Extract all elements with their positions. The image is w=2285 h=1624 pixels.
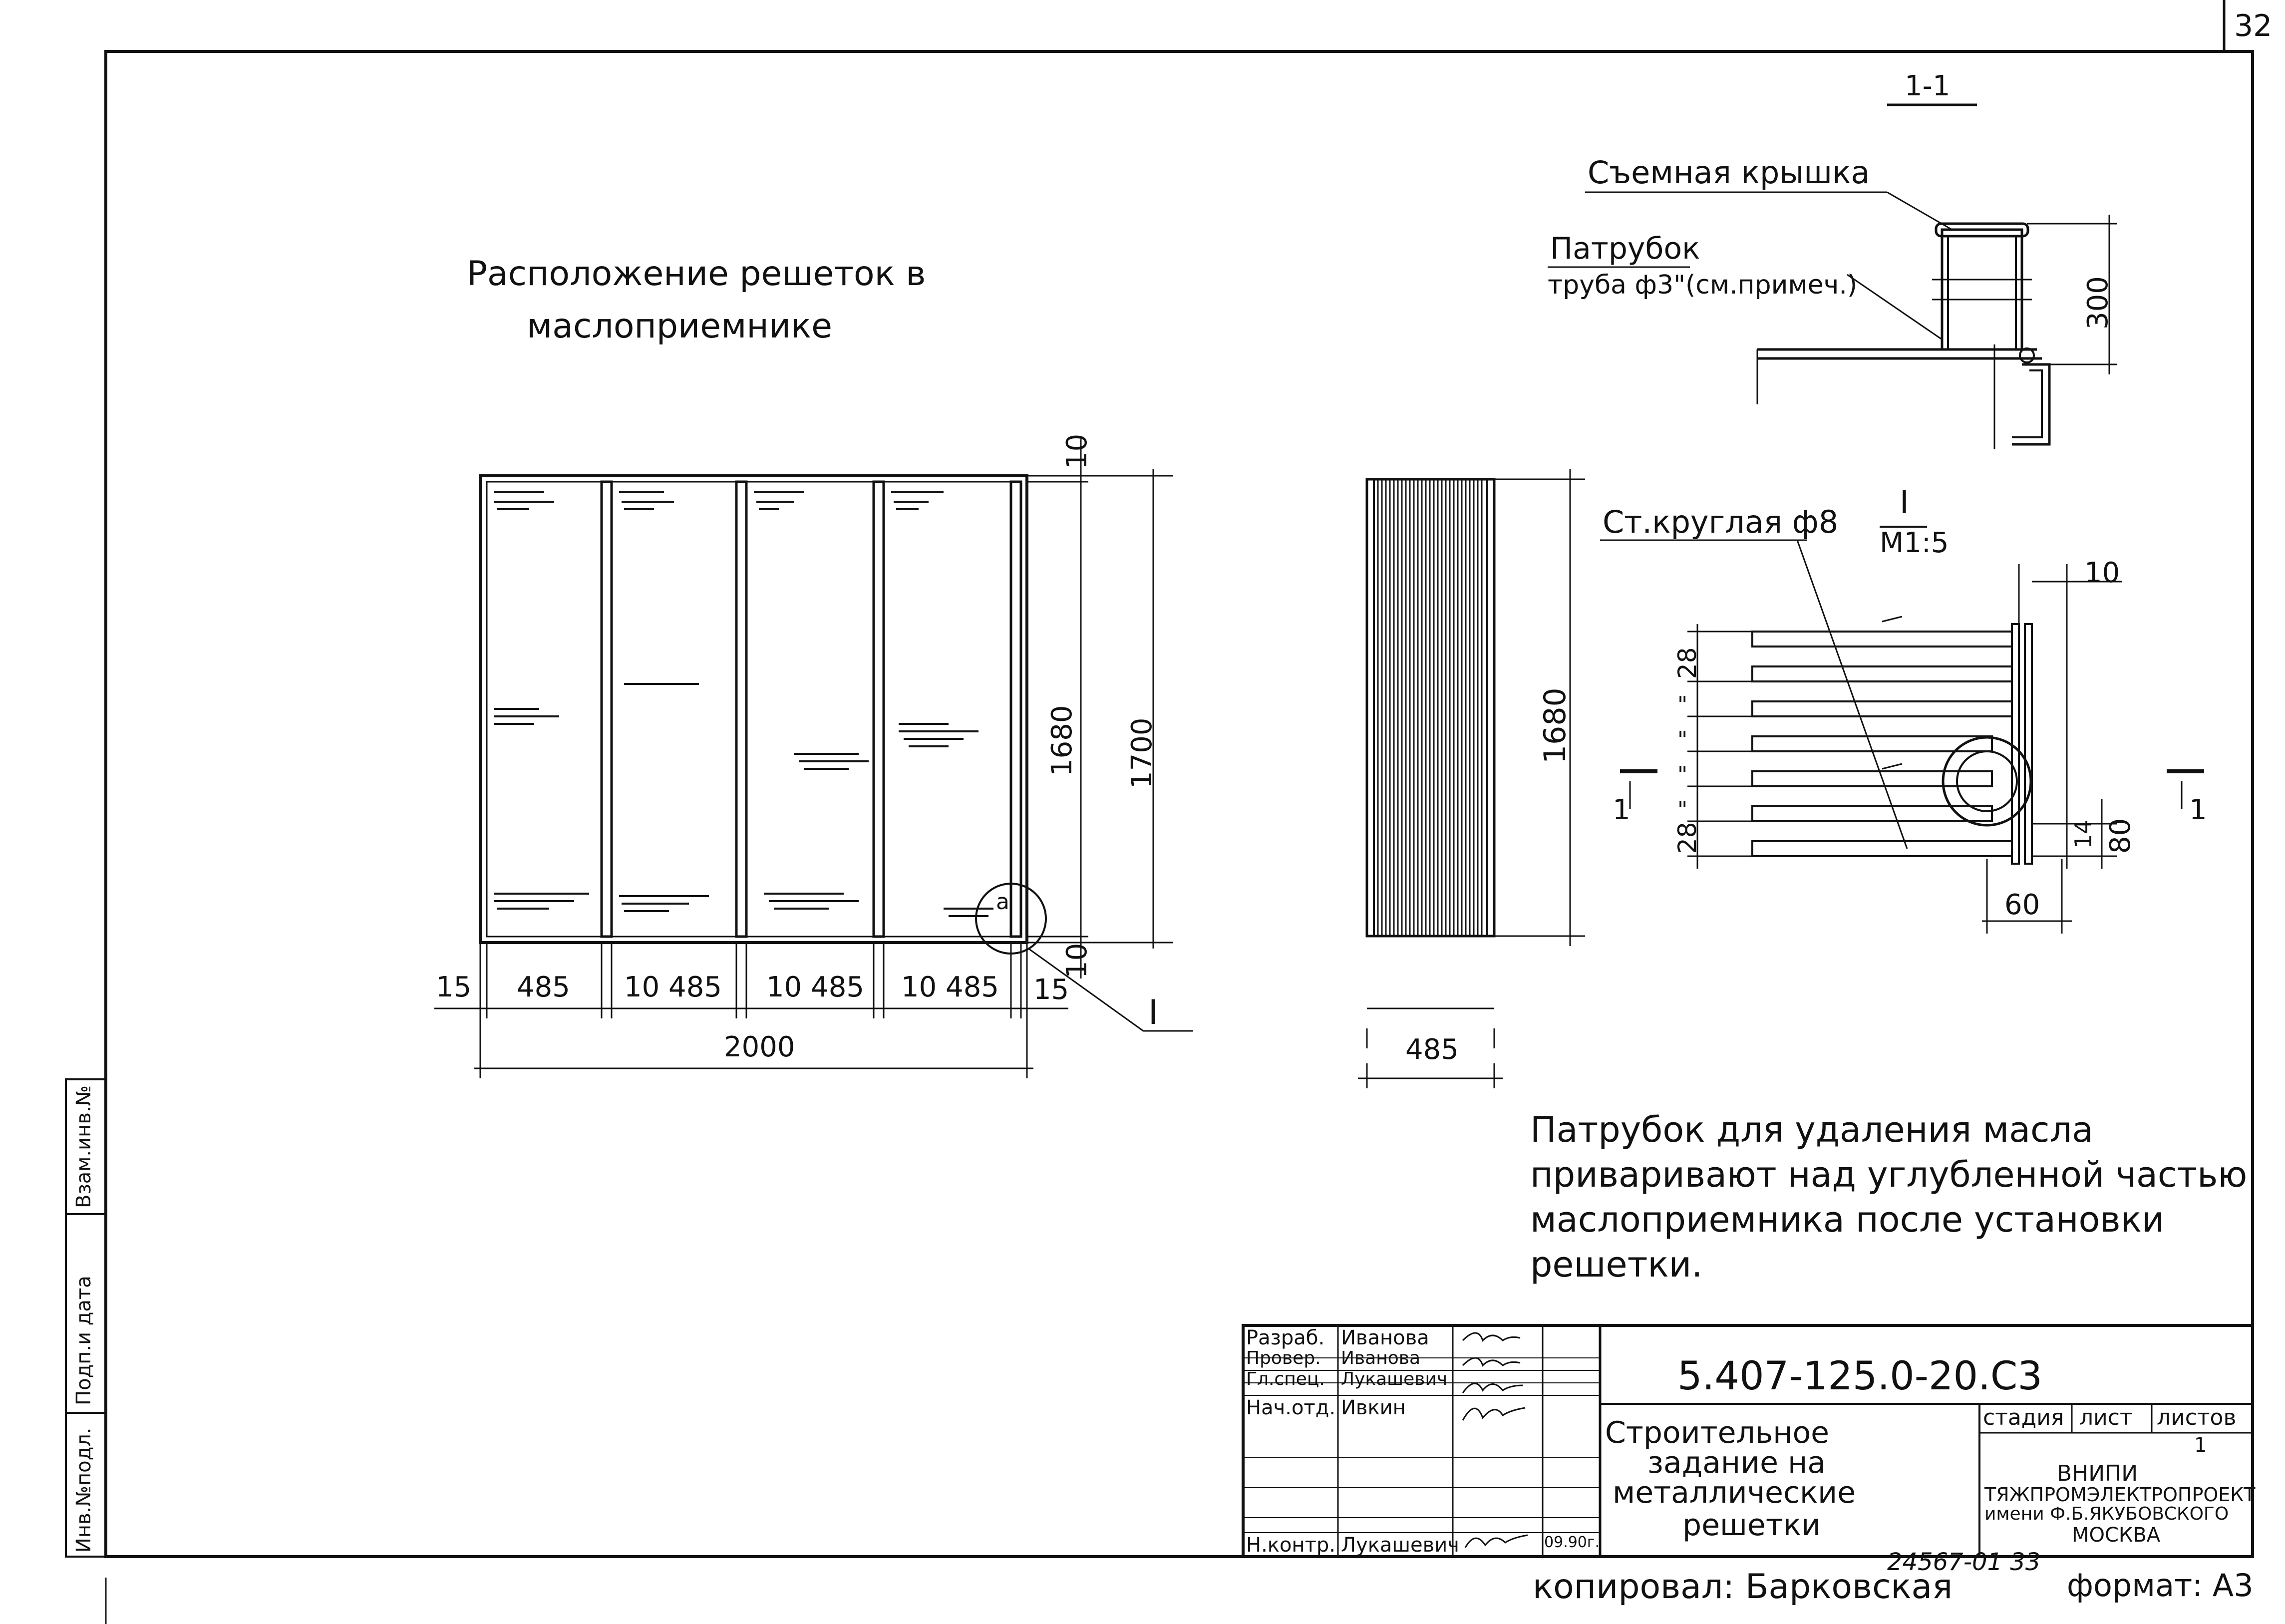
tb-name-7: Лукашевич: [1341, 1534, 1459, 1557]
stamp-podp-data: Подп.и дата: [72, 1276, 95, 1405]
section-label-pipe-spec: труба ф3"(см.примеч.): [1548, 270, 1858, 300]
tb-role-4: Нач.отд.: [1246, 1396, 1336, 1419]
tb-col-sheet: лист: [2079, 1405, 2133, 1430]
doc-title-2: задание на: [1647, 1445, 1826, 1480]
tb-sheets-value: 1: [2194, 1434, 2207, 1457]
tb-role-7: Н.контр.: [1246, 1534, 1335, 1557]
dim-15-left: 15: [436, 971, 472, 1003]
note-line-2: приваривают над углубленной частью: [1530, 1154, 2248, 1195]
detail-ditto-1: ": [1677, 692, 1688, 717]
doc-title-1: Строительное: [1605, 1415, 1830, 1450]
detail-dim-14: 14: [2070, 819, 2097, 849]
doc-code: 5.407-125.0-20.С3: [1677, 1354, 2043, 1399]
detail-ditto-3: ": [1677, 762, 1688, 787]
dim-10-top: 10: [1061, 433, 1093, 469]
detail-dim-60: 60: [2004, 889, 2040, 921]
copied-by: копировал: Барковская: [1533, 1567, 1953, 1607]
detail-scale: М1:5: [1880, 527, 1949, 559]
tb-name-1: Иванова: [1341, 1326, 1429, 1349]
archive-code: 24567-01 33: [1887, 1548, 2041, 1576]
title-block-grid: [1242, 1324, 2254, 1558]
detail-dim-80: 80: [2104, 818, 2137, 854]
tb-col-sheets: листов: [2157, 1405, 2237, 1430]
callout-I: I: [1148, 993, 1159, 1032]
detail-title: I: [1900, 484, 1909, 521]
detail-dim-28-bottom: 28: [1673, 822, 1702, 854]
dim-15-right: 15: [1033, 974, 1069, 1006]
note-line-3: маслоприемника после установки: [1530, 1199, 2165, 1240]
tb-name-2: Иванова: [1341, 1348, 1421, 1368]
org-line-1: ВНИПИ: [2057, 1461, 2138, 1486]
tb-date-7: 09.90г.: [1544, 1534, 1600, 1551]
format-label: формат: A3: [2067, 1567, 2254, 1604]
cut-mark-left: 1: [1613, 794, 1631, 826]
detail-I: [1600, 526, 2204, 934]
side-stamp: [65, 1078, 107, 1558]
sheet-number: 32: [2234, 8, 2273, 43]
section-label-lid: Съемная крышка: [1588, 154, 1870, 191]
grate-dim-1680: 1680: [1538, 687, 1573, 764]
detail-dim-10: 10: [2084, 557, 2120, 589]
detail-dim-28-top: 28: [1673, 647, 1702, 679]
note-line-1: Патрубок для удаления масла: [1530, 1109, 2094, 1150]
tb-col-stage: стадия: [1983, 1405, 2064, 1430]
plan-title-line2: маслоприемнике: [527, 307, 832, 346]
tb-name-4: Ивкин: [1341, 1396, 1406, 1419]
plan-title-line1: Расположение решеток в: [467, 254, 926, 294]
stamp-vzam-inv: Взам.инв.№: [72, 1085, 95, 1208]
tb-role-3: Гл.спец.: [1246, 1369, 1325, 1389]
dim-10-485-2: 10 485: [624, 971, 722, 1003]
tb-role-2: Провер.: [1246, 1348, 1321, 1368]
dim-10-485-3: 10 485: [766, 971, 864, 1003]
org-line-2: ТЯЖПРОМЭЛЕКТРОПРОЕКТ: [1984, 1484, 2256, 1506]
note-line-4: решетки.: [1530, 1244, 1703, 1285]
signatures: [1462, 1332, 1528, 1548]
sheet-frame: [104, 50, 2254, 1558]
doc-title-4: решетки: [1682, 1508, 1821, 1543]
dim-485-1: 485: [517, 971, 570, 1003]
tb-role-1: Разраб.: [1246, 1326, 1325, 1349]
org-line-4: МОСКВА: [2072, 1524, 2161, 1547]
section-dim-300: 300: [2082, 276, 2114, 329]
section-label-pipe: Патрубок: [1550, 231, 1700, 266]
dim-1680-plan: 1680: [1046, 705, 1078, 776]
cut-mark-right: 1: [2189, 794, 2207, 826]
doc-title-3: металлические: [1613, 1475, 1856, 1510]
stamp-inv-podl: Инв.№подл.: [72, 1427, 95, 1553]
tb-name-3: Лукашевич: [1341, 1369, 1448, 1389]
detail-ditto-2: ": [1677, 727, 1688, 752]
detail-ditto-4: ": [1677, 797, 1688, 822]
plan-view: [434, 439, 1193, 1078]
org-line-3: имени Ф.Б.ЯКУБОВСКОГО: [1984, 1504, 2229, 1524]
dim-10-bottom: 10: [1061, 943, 1093, 978]
section-title: 1-1: [1905, 70, 1951, 102]
grate-view: [1358, 469, 1585, 1088]
dim-10-485-4: 10 485: [901, 971, 999, 1003]
detail-label-rod: Ст.круглая ф8: [1603, 504, 1839, 540]
grate-dim-485: 485: [1405, 1033, 1459, 1066]
dim-1700: 1700: [1126, 717, 1158, 789]
callout-a: a: [996, 889, 1009, 915]
section-1-1: [1548, 103, 2117, 449]
dim-2000: 2000: [724, 1031, 795, 1063]
